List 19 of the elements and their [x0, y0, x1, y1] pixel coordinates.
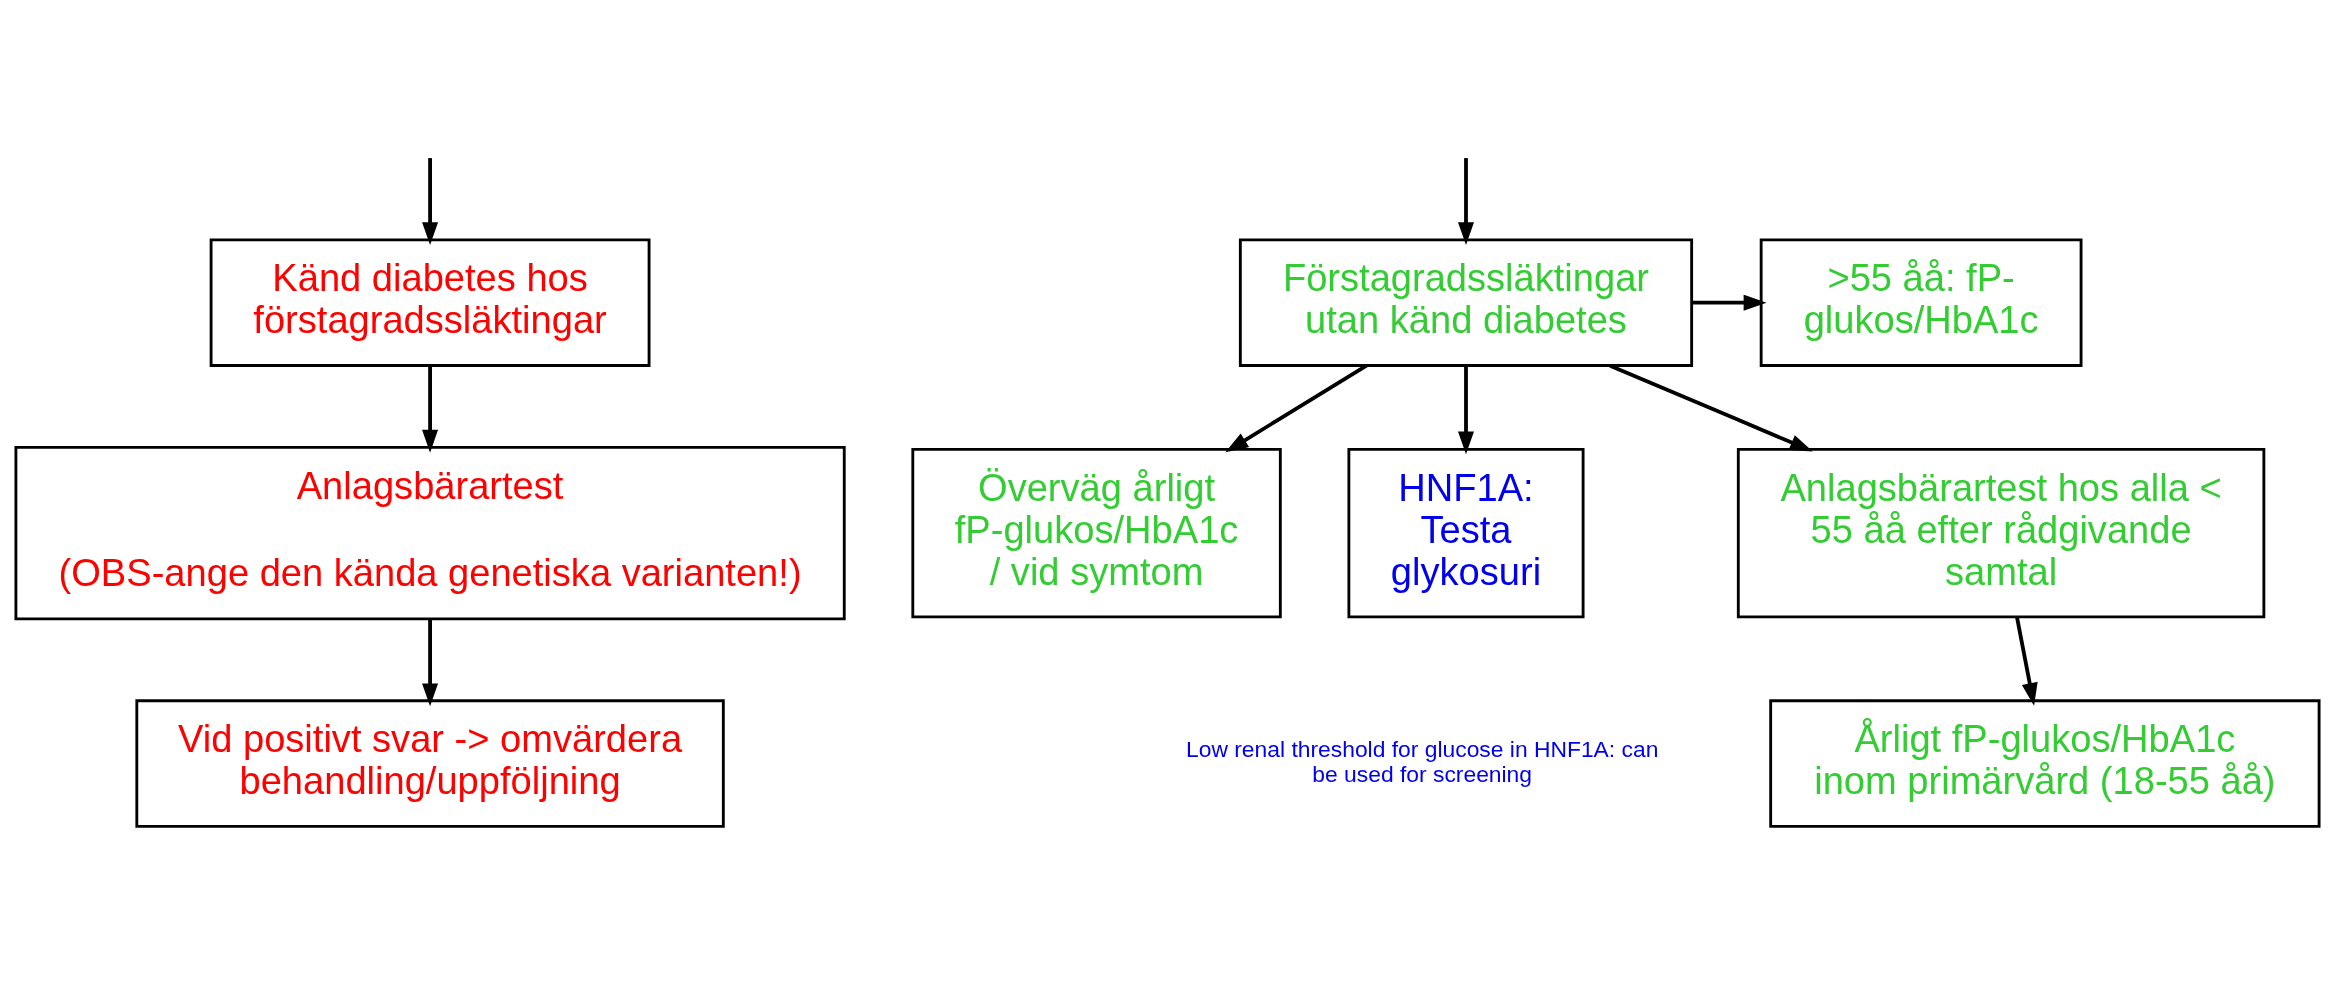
arrow [422, 619, 439, 707]
node-box: Förstagradssläktingar utan känd diabetes [1238, 238, 1694, 367]
node-box: Anlagsbärartest hos alla < 55 åå efter rådgivande samtal [1736, 447, 2266, 619]
arrow [1691, 294, 1767, 311]
arrow [2015, 617, 2038, 706]
node-box: HNF1A: Testa glykosuri [1347, 447, 1585, 619]
arrow [1225, 364, 1368, 453]
arrow [1609, 363, 1813, 452]
arrow [1457, 158, 1474, 246]
arrow [422, 158, 439, 246]
node-box: Anlagsbärartest (OBS-ange den kända genetiska varianten!) [14, 446, 846, 621]
label: Low renal threshold for glucose in HNF1A: can be used for screening [1186, 736, 1659, 787]
node-box: Vid positivt svar -> omvärdera behandling/uppföljning [135, 699, 725, 828]
node-box: Känd diabetes hos förstagradssläktingar [209, 238, 651, 367]
node-box: Överväg årligt fP-glukos/HbA1c / vid symtom [911, 447, 1282, 619]
node-box: Årligt fP-glukos/HbA1c inom primärvård (18-55 åå) [1769, 699, 2321, 828]
node-box: >55 åå: fP-glukos/HbA1c [1759, 238, 2083, 367]
arrow [422, 365, 439, 453]
arrow [1457, 365, 1474, 455]
